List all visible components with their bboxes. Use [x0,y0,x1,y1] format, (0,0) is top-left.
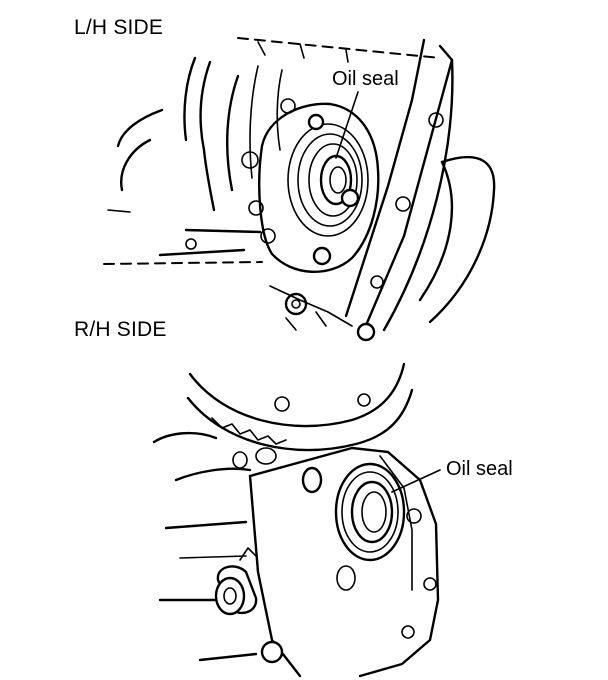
rh-bolt-stud [214,547,258,616]
rh-oil-seal-housing [334,462,406,562]
rh-side-title: R/H SIDE [74,318,167,341]
rh-flywheel-and-block [152,362,440,678]
lh-side-title: L/H SIDE [74,16,164,39]
rh-oil-seal-label: Oil seal [446,458,513,480]
lh-oil-seal-leader [335,91,359,159]
lh-engine-block-outline [103,37,496,342]
lh-oil-seal-label: Oil seal [332,68,399,90]
lh-oil-seal-housing [258,102,380,331]
rh-oil-seal-leader [391,469,441,493]
